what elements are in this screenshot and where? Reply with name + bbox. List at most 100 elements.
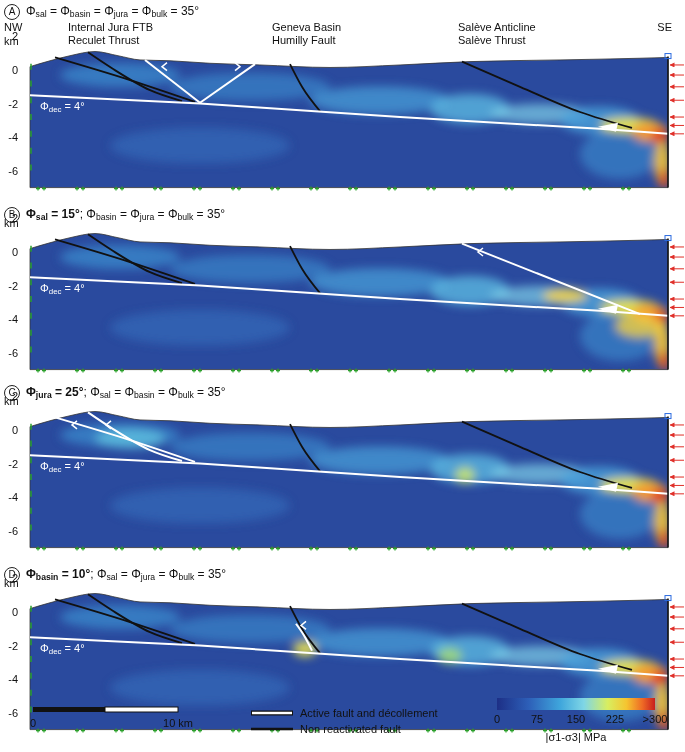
- section-outline: [30, 234, 668, 370]
- push-arrow: [670, 424, 684, 425]
- stress-zone: [310, 446, 450, 474]
- backstop: [667, 599, 669, 730]
- colorbar-title: |σ1-σ3| MPa: [546, 731, 607, 744]
- region-label: Geneva Basin: [272, 21, 341, 34]
- roller-mark: [315, 187, 319, 191]
- roller-mark: [30, 97, 32, 103]
- roller-mark: [588, 547, 592, 551]
- stress-zone: [60, 245, 180, 269]
- roller-mark: [75, 729, 79, 733]
- roller-mark: [432, 369, 436, 373]
- roller-mark: [348, 547, 352, 551]
- push-arrow: [670, 485, 684, 486]
- roller-mark: [270, 369, 274, 373]
- roller-mark: [30, 346, 32, 352]
- roller-mark: [30, 114, 32, 120]
- push-arrow: [670, 246, 684, 247]
- panel-title: Φjura = 25°; Φsal = Φbasin = Φbulk = 35°: [26, 386, 226, 400]
- roller-mark: [270, 547, 274, 551]
- roller-mark: [426, 187, 430, 191]
- roller-mark: [549, 187, 553, 191]
- active-fault: [30, 455, 668, 494]
- roller-mark: [432, 547, 436, 551]
- axis-tick: -6: [8, 524, 18, 537]
- roller-mark: [582, 369, 586, 373]
- inactive-fault: [290, 246, 320, 293]
- roller-mark: [582, 187, 586, 191]
- roller-mark: [276, 369, 280, 373]
- roller-mark: [309, 187, 313, 191]
- panel-title: Φbasin = 10°; Φsal = Φjura = Φbulk = 35°: [26, 568, 226, 582]
- roller-mark: [192, 187, 196, 191]
- stress-zone: [60, 63, 180, 87]
- decollement-arrow: [598, 665, 618, 674]
- roller-mark: [621, 187, 625, 191]
- roller-mark: [276, 547, 280, 551]
- decollement-arrow: [598, 123, 618, 132]
- roller-mark: [627, 547, 631, 551]
- roller-mark: [426, 729, 430, 733]
- axis-tick: 2: [12, 390, 18, 403]
- roller-mark: [510, 187, 514, 191]
- push-arrow: [670, 257, 684, 258]
- roller-mark: [309, 547, 313, 551]
- roller-mark: [393, 547, 397, 551]
- roller-mark: [621, 369, 625, 373]
- roller-mark: [153, 369, 157, 373]
- roller-mark: [276, 187, 280, 191]
- roller-mark: [75, 369, 79, 373]
- axis-tick: -2: [8, 279, 18, 292]
- roller-mark: [30, 690, 32, 696]
- inactive-fault: [462, 604, 632, 670]
- backstop: [667, 417, 669, 548]
- roller-mark: [114, 547, 118, 551]
- axis-tick: -6: [8, 164, 18, 177]
- axis-tick: 2: [12, 572, 18, 585]
- roller-mark: [192, 369, 196, 373]
- roller-mark: [237, 729, 241, 733]
- push-arrow: [670, 446, 684, 447]
- roller-mark: [393, 369, 397, 373]
- roller-mark: [543, 187, 547, 191]
- roller-mark: [30, 80, 32, 86]
- stress-zone: [615, 314, 665, 338]
- roller-mark: [198, 729, 202, 733]
- roller-mark: [120, 729, 124, 733]
- push-arrow: [670, 667, 684, 668]
- roller-mark: [231, 729, 235, 733]
- boundary-node: [665, 236, 671, 241]
- stress-ground: [28, 36, 673, 196]
- active-fault: [200, 64, 255, 103]
- roller-mark: [471, 369, 475, 373]
- stress-zone: [310, 268, 450, 296]
- roller-mark: [30, 474, 32, 480]
- inactive-fault: [88, 234, 182, 283]
- roller-mark: [582, 547, 586, 551]
- roller-mark: [81, 187, 85, 191]
- roller-mark: [153, 729, 157, 733]
- inactive-fault: [55, 57, 195, 102]
- scale-label: 10 km: [163, 717, 193, 730]
- decollement-arrow: [598, 305, 618, 314]
- push-arrow: [670, 642, 684, 643]
- slip-sense: [162, 63, 167, 71]
- roller-mark: [237, 369, 241, 373]
- legend-text: Active fault and décollement: [300, 707, 438, 719]
- direction-label: SE: [657, 21, 672, 34]
- roller-mark: [465, 369, 469, 373]
- push-arrow: [670, 675, 684, 676]
- stress-ground: [28, 218, 673, 378]
- inactive-fault: [290, 606, 320, 653]
- roller-mark: [393, 187, 397, 191]
- roller-mark: [309, 369, 313, 373]
- active-fault: [30, 95, 668, 134]
- roller-mark: [432, 187, 436, 191]
- roller-mark: [114, 187, 118, 191]
- roller-mark: [504, 729, 508, 733]
- axis-tick: -4: [8, 673, 18, 686]
- axis-tick: -2: [8, 457, 18, 470]
- roller-mark: [627, 729, 631, 733]
- roller-mark: [75, 187, 79, 191]
- roller-mark: [588, 187, 592, 191]
- legend-entry: Active fault and décollement: [250, 707, 438, 719]
